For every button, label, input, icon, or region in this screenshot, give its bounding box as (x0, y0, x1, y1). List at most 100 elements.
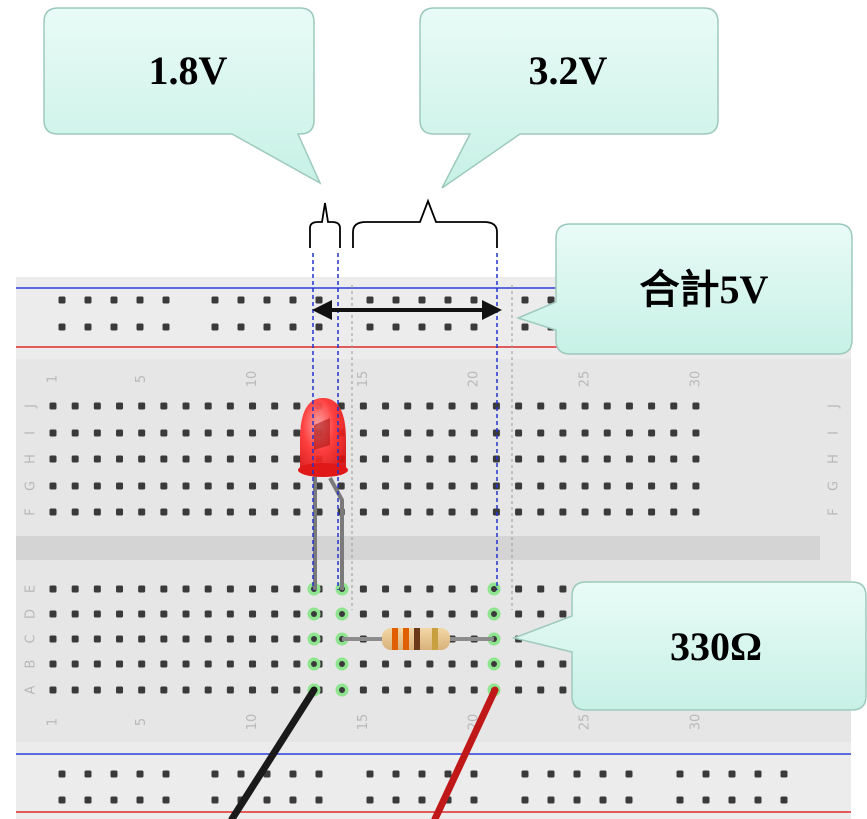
breadboard-hole (182, 429, 190, 437)
breadboard-hole (138, 429, 146, 437)
rail-hole (211, 323, 219, 331)
breadboard-hole (71, 635, 79, 643)
breadboard-hole (116, 610, 124, 618)
rail-hole (84, 796, 92, 804)
row-letter: C (24, 634, 39, 643)
breadboard-hole (160, 402, 168, 410)
row-letter: G (24, 481, 39, 491)
callout-resistor-voltage: 3.2V (419, 7, 719, 189)
breadboard-hole (93, 660, 101, 668)
column-number: 30 (688, 371, 703, 388)
breadboard-hole (359, 429, 367, 437)
rail-hole (547, 796, 555, 804)
rail-hole (84, 323, 92, 331)
breadboard-hole (71, 402, 79, 410)
breadboard-hole (182, 508, 190, 516)
breadboard-hole (382, 585, 390, 593)
breadboard-hole (448, 585, 456, 593)
rail-hole (110, 323, 118, 331)
center-channel (16, 536, 820, 560)
breadboard-hole (293, 635, 301, 643)
breadboard-hole (426, 402, 434, 410)
breadboard-hole (249, 482, 257, 490)
column-number: 30 (688, 714, 703, 731)
breadboard-hole (648, 402, 656, 410)
breadboard-hole (382, 429, 390, 437)
breadboard-hole (448, 660, 456, 668)
rail-hole (444, 770, 452, 778)
callout-led-voltage: 1.8V (43, 7, 322, 185)
row-letter: D (24, 609, 39, 619)
breadboard-hole (559, 610, 567, 618)
breadboard-hole (249, 585, 257, 593)
breadboard-hole (470, 402, 478, 410)
breadboard-hole (71, 482, 79, 490)
breadboard-hole (116, 635, 124, 643)
breadboard-hole (448, 686, 456, 694)
rail-hole (702, 796, 710, 804)
rail-hole (58, 770, 66, 778)
breadboard-hole (204, 508, 212, 516)
breadboard-hole (426, 429, 434, 437)
breadboard-hole (692, 508, 700, 516)
rail-hole (625, 770, 633, 778)
breadboard-hole (382, 686, 390, 694)
breadboard-hole (559, 585, 567, 593)
black-wire (228, 686, 318, 819)
column-number: 1 (46, 718, 61, 726)
breadboard-hole (470, 686, 478, 694)
breadboard-hole (71, 686, 79, 694)
breadboard-hole (160, 635, 168, 643)
breadboard-hole (204, 585, 212, 593)
breadboard-hole (603, 508, 611, 516)
breadboard-hole (138, 686, 146, 694)
breadboard-hole (204, 686, 212, 694)
breadboard-hole (226, 660, 234, 668)
breadboard-hole (93, 402, 101, 410)
breadboard-hole (470, 455, 478, 463)
rail-hole (780, 770, 788, 778)
breadboard-hole (426, 508, 434, 516)
breadboard-hole (226, 455, 234, 463)
breadboard-hole (559, 482, 567, 490)
rail-hole (444, 296, 452, 304)
breadboard-hole (404, 402, 412, 410)
breadboard-hole (271, 610, 279, 618)
row-letter: J (24, 404, 39, 409)
breadboard-hole (603, 455, 611, 463)
rail-hole (676, 796, 684, 804)
rail-hole (366, 796, 374, 804)
breadboard-hole (249, 402, 257, 410)
breadboard-hole (603, 429, 611, 437)
breadboard-hole (116, 508, 124, 516)
breadboard-hole (182, 585, 190, 593)
breadboard-hole (515, 508, 523, 516)
rail-hole (237, 770, 245, 778)
breadboard-hole (559, 402, 567, 410)
breadboard-hole (138, 455, 146, 463)
breadboard-hole (271, 455, 279, 463)
breadboard-hole (515, 686, 523, 694)
rail-hole (470, 796, 478, 804)
breadboard-hole (448, 455, 456, 463)
breadboard-hole (515, 610, 523, 618)
breadboard-hole (670, 402, 678, 410)
breadboard-hole (382, 402, 390, 410)
breadboard-hole (249, 455, 257, 463)
breadboard-hole (470, 429, 478, 437)
rail-hole (418, 323, 426, 331)
breadboard-hole (581, 402, 589, 410)
breadboard-hole (315, 482, 323, 490)
rail-hole (676, 770, 684, 778)
rail-hole (780, 796, 788, 804)
led-leg-anode (328, 477, 344, 590)
breadboard-hole (160, 610, 168, 618)
breadboard-hole (359, 402, 367, 410)
breadboard-hole (116, 402, 124, 410)
breadboard-hole (204, 610, 212, 618)
rail-hole (162, 796, 170, 804)
rail-hole (315, 323, 323, 331)
rail-hole (315, 770, 323, 778)
highlighted-hole-center (339, 687, 345, 693)
breadboard-hole (559, 660, 567, 668)
